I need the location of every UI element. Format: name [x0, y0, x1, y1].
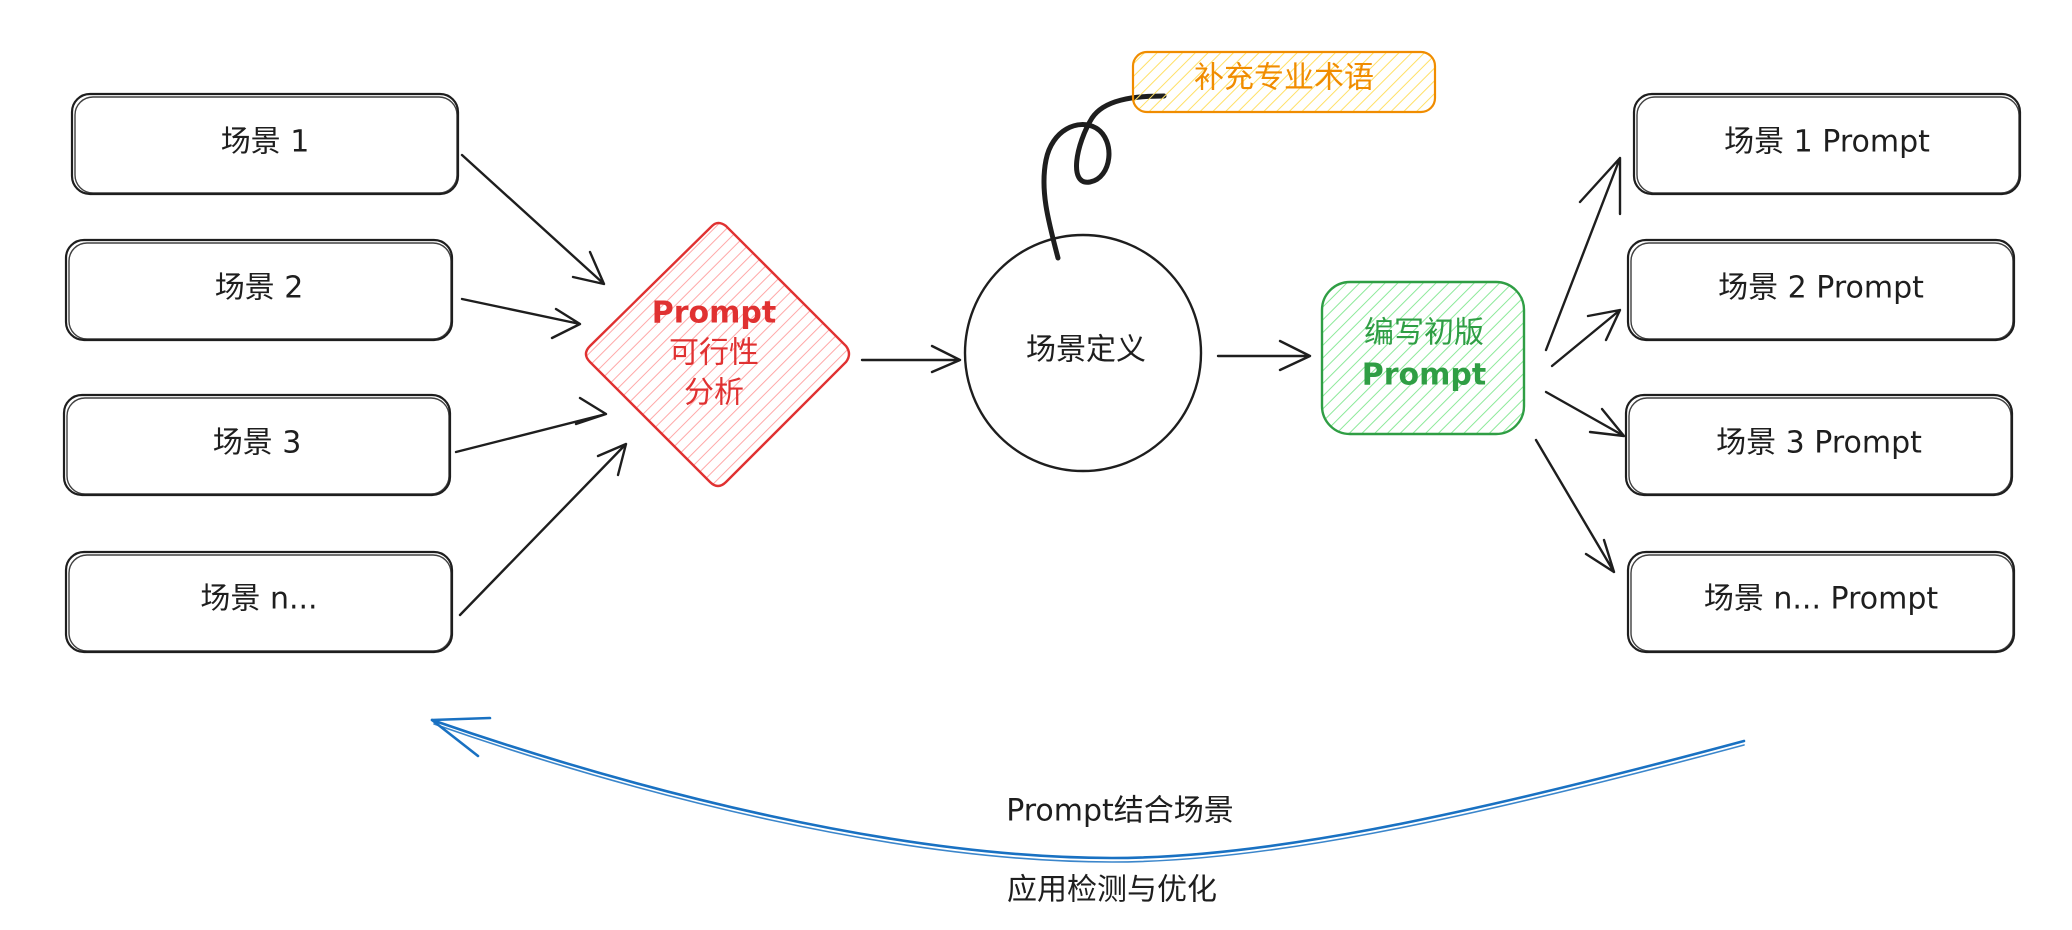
terminology-note: 补充专业术语 — [1131, 50, 1437, 114]
definition-label: 场景定义 — [1026, 333, 1146, 368]
feasibility-label-line-1: Prompt — [652, 296, 776, 331]
draft-label-line-2: Prompt — [1362, 358, 1486, 393]
right-prompt-n: 场景 n... Prompt — [1626, 550, 2016, 654]
draft-to-prompts-arrows — [1534, 156, 1626, 574]
right-prompt-3: 场景 3 Prompt — [1624, 393, 2014, 497]
feedback-label-line-2: 应用检测与优化 — [1007, 873, 1217, 908]
feedback-arrow — [430, 716, 1746, 863]
feasibility-to-definition-arrow — [860, 344, 962, 374]
feasibility-diamond: Prompt 可行性 分析 — [584, 221, 851, 488]
right-prompt-1: 场景 1 Prompt — [1632, 92, 2022, 196]
left-scenario-n: 场景 n... — [64, 550, 454, 654]
right-prompt-1-label: 场景 1 Prompt — [1724, 125, 1930, 160]
left-scenario-1: 场景 1 — [70, 92, 460, 196]
right-prompt-2: 场景 2 Prompt — [1626, 238, 2016, 342]
right-prompt-3-label: 场景 3 Prompt — [1716, 426, 1922, 461]
draft-label-line-1: 编写初版 — [1364, 316, 1484, 351]
left-scenario-2-label: 场景 2 — [215, 271, 304, 306]
feedback-label-line-1: Prompt结合场景 — [1006, 794, 1234, 829]
left-scenario-1-label: 场景 1 — [221, 125, 310, 160]
left-scenario-2: 场景 2 — [64, 238, 454, 342]
left-scenario-n-label: 场景 n... — [200, 582, 317, 617]
left-scenario-3: 场景 3 — [62, 393, 452, 497]
right-prompt-2-label: 场景 2 Prompt — [1718, 271, 1924, 306]
left-to-feasibility-arrows — [454, 153, 628, 617]
definition-to-draft-arrow — [1216, 339, 1312, 372]
right-prompt-n-label: 场景 n... Prompt — [1704, 582, 1939, 617]
feasibility-label-line-3: 分析 — [684, 376, 744, 411]
note-connector-squiggle — [1041, 93, 1167, 261]
draft-prompt-box: 编写初版 Prompt — [1320, 280, 1526, 436]
terminology-note-label: 补充专业术语 — [1194, 61, 1374, 96]
feasibility-label-line-2: 可行性 — [669, 336, 759, 371]
left-scenario-3-label: 场景 3 — [213, 426, 302, 461]
definition-circle: 场景定义 — [963, 233, 1203, 473]
